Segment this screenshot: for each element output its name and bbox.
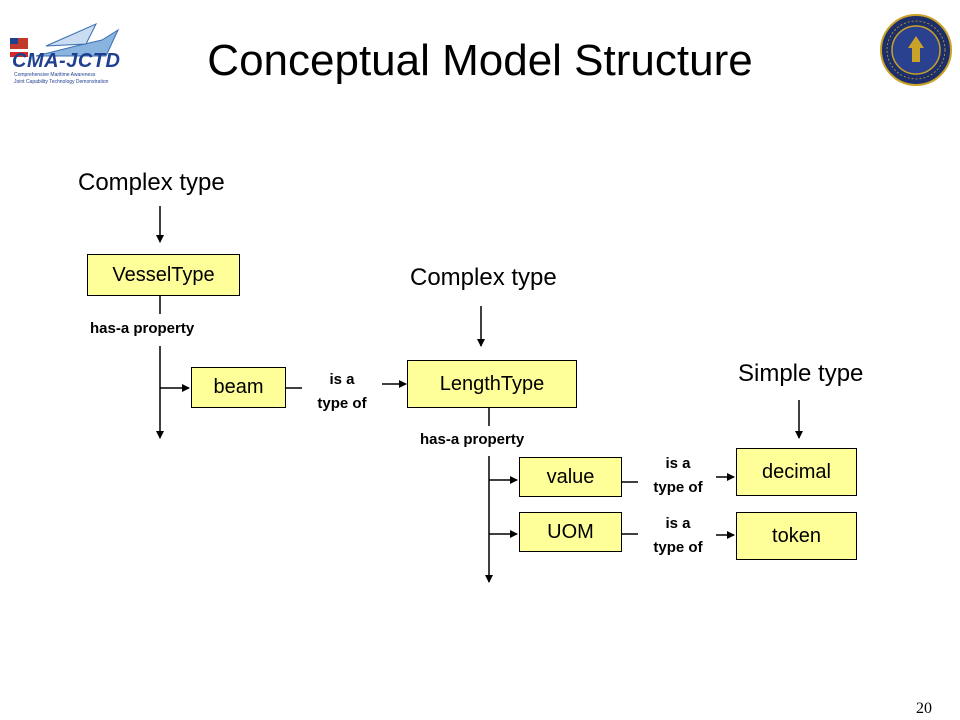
page-title: Conceptual Model Structure <box>207 36 753 85</box>
label-is-a-type-of-2: is a type of <box>636 452 720 500</box>
label-is-a-type-of-1: is a type of <box>300 368 384 416</box>
logo-subtext-2: Joint Capability Technology Demonstratio… <box>14 79 109 85</box>
box-token: token <box>736 512 857 560</box>
is-a-1-line2: type of <box>317 395 367 412</box>
is-a-2-line1: is a <box>665 455 691 472</box>
label-has-a-property-1: has-a property <box>90 320 195 337</box>
ship-logo-icon <box>10 22 120 62</box>
page-number: 20 <box>916 700 932 717</box>
box-decimal: decimal <box>736 448 857 496</box>
box-value: value <box>519 457 622 497</box>
label-is-a-type-of-3: is a type of <box>636 512 720 560</box>
box-length-type: LengthType <box>407 360 577 408</box>
box-beam: beam <box>191 367 286 408</box>
label-complex-type-1: Complex type <box>78 169 225 196</box>
logo-subtext-1: Comprehensive Maritime Awareness <box>14 72 96 78</box>
label-simple-type: Simple type <box>738 360 864 387</box>
box-uom: UOM <box>519 512 622 552</box>
cma-jctd-logo: CMA-JCTD Comprehensive Maritime Awarenes… <box>6 16 128 88</box>
logo-text: CMA-JCTD <box>12 50 121 72</box>
is-a-2-line2: type of <box>653 479 703 496</box>
box-vessel-type: VesselType <box>87 254 240 296</box>
label-has-a-property-2: has-a property <box>420 431 525 448</box>
label-complex-type-2: Complex type <box>410 264 557 291</box>
navy-seal-icon <box>880 14 952 86</box>
is-a-3-line1: is a <box>665 515 691 532</box>
is-a-1-line1: is a <box>329 371 355 388</box>
is-a-3-line2: type of <box>653 539 703 556</box>
